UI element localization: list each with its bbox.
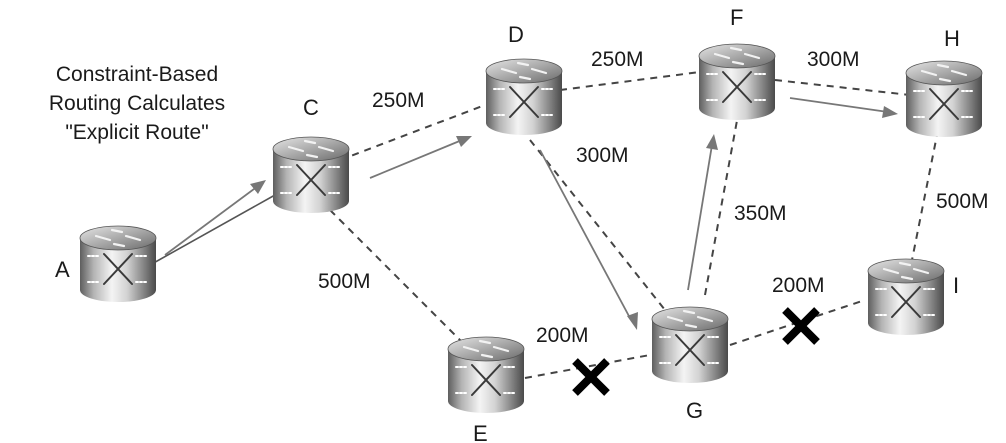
node-label-c: C: [303, 95, 319, 120]
link-a-c: [149, 194, 276, 266]
router-icon: [271, 135, 351, 215]
node-label-i: I: [953, 273, 959, 298]
node-label-a: A: [55, 257, 70, 282]
caption-line-3: "Explicit Route": [65, 121, 208, 144]
link-f-h: [774, 79, 911, 96]
route-caption: Constraint-Based Routing Calculates "Exp…: [49, 63, 225, 144]
bw-label-g-i: 200M: [772, 274, 825, 297]
bandwidth-labels: 250M 250M 300M 300M 350M 500M 500M 200M …: [318, 48, 989, 347]
router-icon: [446, 335, 526, 415]
node-labels: A C D E F G H I: [55, 5, 960, 443]
bw-label-g-f: 350M: [734, 202, 787, 225]
link-c-e: [329, 209, 471, 351]
links: [329, 71, 939, 379]
node-label-d: D: [508, 22, 524, 47]
bw-label-f-h: 300M: [807, 48, 860, 71]
link-c-d: [339, 104, 486, 161]
bw-label-e-g: 200M: [536, 324, 589, 347]
caption-line-1: Constraint-Based: [56, 63, 218, 86]
router-icon: [697, 42, 777, 122]
router-icon: [484, 57, 564, 137]
bw-label-c-e: 500M: [318, 270, 371, 293]
bw-label-d-g: 300M: [576, 144, 629, 167]
node-label-g: G: [686, 398, 703, 423]
route-arrow-d-g: [539, 149, 638, 330]
explicit-route-arrows: [164, 97, 898, 330]
x-mark-icon: [785, 310, 817, 342]
link-g-f: [704, 114, 739, 296]
router-icon: [78, 224, 158, 304]
bw-label-c-d: 250M: [372, 89, 425, 112]
link-d-f: [559, 71, 701, 91]
node-label-f: F: [730, 5, 743, 30]
node-label-e: E: [473, 421, 488, 443]
router-icon: [650, 305, 730, 385]
link-h-i: [909, 129, 939, 271]
link-e-g: [524, 354, 651, 379]
router-icon: [866, 257, 946, 337]
route-arrow-g-f: [687, 134, 718, 291]
route-arrow-c-d: [369, 136, 472, 179]
link-d-g: [529, 139, 666, 311]
bw-label-h-i: 500M: [936, 190, 989, 213]
bw-label-d-f: 250M: [591, 48, 644, 71]
caption-line-2: Routing Calculates: [49, 92, 225, 115]
node-label-h: H: [944, 26, 960, 51]
route-arrow-a-c: [164, 180, 266, 256]
route-arrow-f-h: [789, 97, 898, 118]
router-icon: [904, 59, 984, 139]
